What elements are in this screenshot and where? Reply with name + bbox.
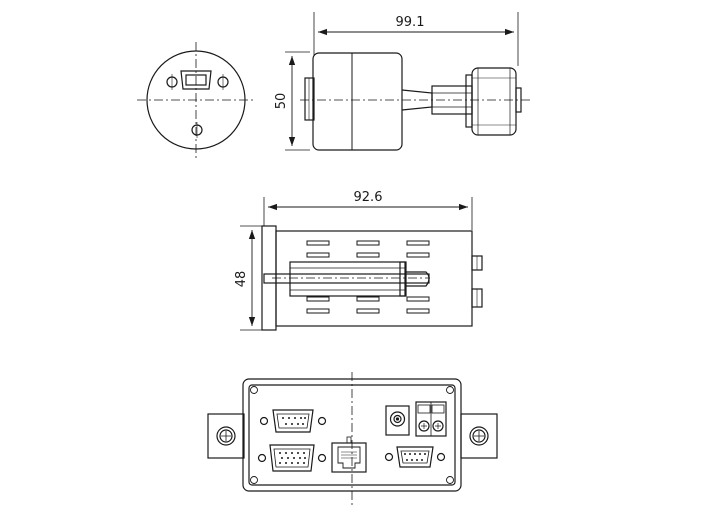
screw-icon bbox=[469, 426, 489, 446]
db-connector-inner bbox=[185, 74, 207, 86]
dim-label-92-6: 92.6 bbox=[354, 190, 383, 205]
dim-label-50: 50 bbox=[274, 93, 289, 110]
rear-view bbox=[207, 372, 498, 506]
db9-connector-icon bbox=[259, 409, 327, 433]
dc-jack-icon bbox=[385, 405, 410, 436]
dim-label-48: 48 bbox=[234, 271, 249, 288]
db-connector-outline bbox=[180, 70, 212, 90]
rj45-jack-icon bbox=[331, 436, 367, 473]
mount-ear-left bbox=[207, 413, 245, 459]
db9-connector-icon bbox=[384, 446, 446, 468]
side-body bbox=[275, 230, 473, 327]
internal-rod bbox=[263, 273, 430, 284]
terminal-block-icon bbox=[415, 401, 447, 437]
db15-connector-icon bbox=[257, 444, 327, 472]
top-view bbox=[285, 12, 530, 151]
rear-panel-outer bbox=[242, 378, 462, 492]
screw-icon bbox=[216, 426, 236, 446]
housing-body bbox=[312, 52, 403, 151]
end-view bbox=[137, 42, 255, 158]
side-view bbox=[240, 197, 483, 331]
dim-label-99-1: 99.1 bbox=[396, 15, 425, 30]
vent-slots bbox=[306, 240, 430, 314]
rear-panel-inner bbox=[248, 384, 456, 486]
